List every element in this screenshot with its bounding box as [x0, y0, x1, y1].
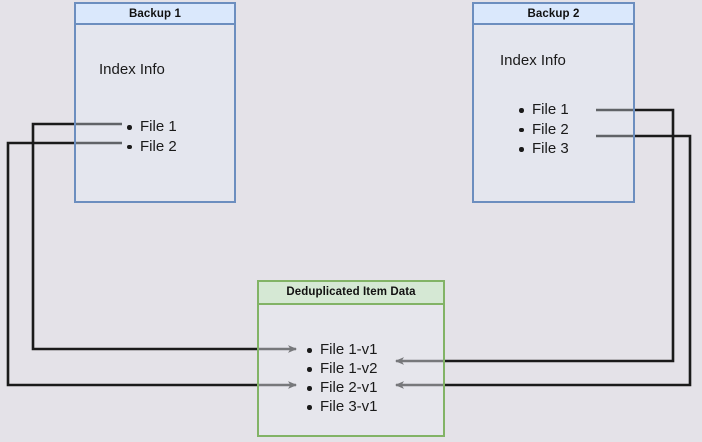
- list-item: File 3-v1: [307, 397, 378, 416]
- backup-1-box[interactable]: Backup 1: [74, 2, 236, 203]
- list-item: File 1-v2: [307, 359, 378, 378]
- backup-2-index-info-label: Index Info: [500, 52, 566, 69]
- backup-1-file-list: File 1 File 2: [127, 117, 177, 156]
- backup-2-title: Backup 2: [474, 4, 633, 25]
- backup-2-box[interactable]: Backup 2: [472, 2, 635, 203]
- backup-1-title: Backup 1: [76, 4, 234, 25]
- deduplicated-item-data-title: Deduplicated Item Data: [259, 282, 443, 305]
- backup-2-file-list: File 1 File 2 File 3: [519, 100, 569, 159]
- list-item: File 2: [127, 137, 177, 157]
- list-item: File 1: [127, 117, 177, 137]
- deduplicated-file-list: File 1-v1 File 1-v2 File 2-v1 File 3-v1: [307, 340, 378, 416]
- list-item: File 1: [519, 100, 569, 120]
- list-item: File 2-v1: [307, 378, 378, 397]
- deduplicated-item-data-box[interactable]: Deduplicated Item Data: [257, 280, 445, 437]
- list-item: File 1-v1: [307, 340, 378, 359]
- list-item: File 2: [519, 120, 569, 140]
- list-item: File 3: [519, 139, 569, 159]
- backup-1-index-info-label: Index Info: [99, 61, 165, 78]
